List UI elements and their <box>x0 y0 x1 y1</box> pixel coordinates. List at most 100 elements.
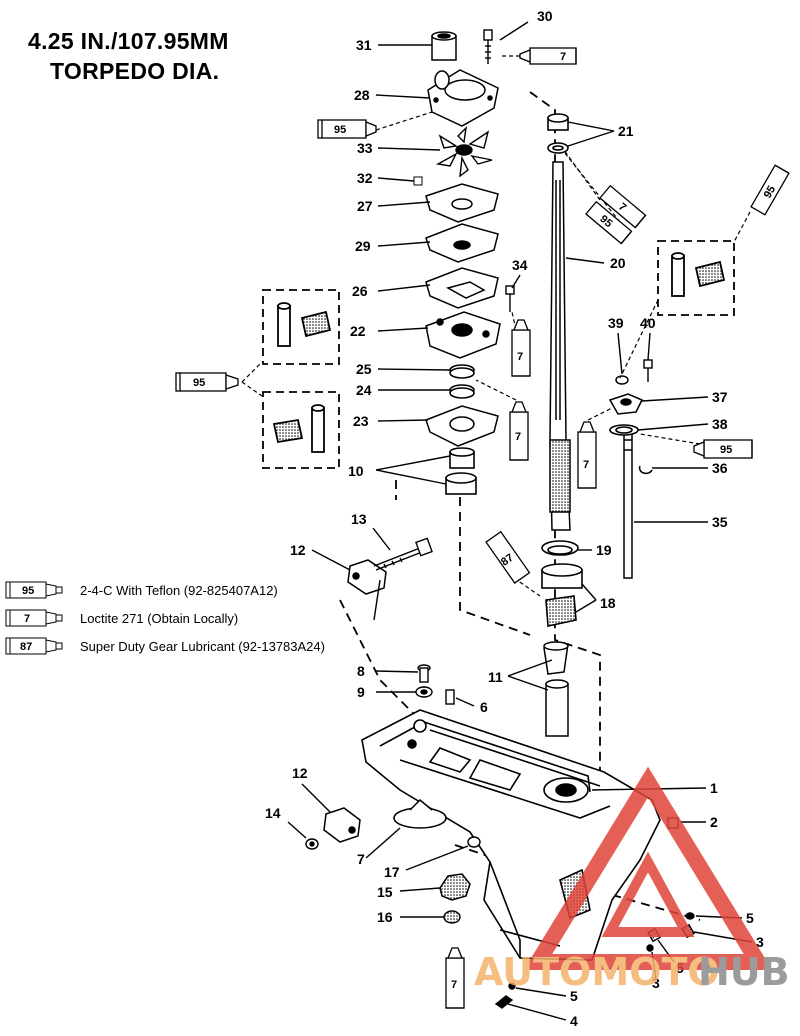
tube-95-shaft-icon: 95 <box>585 200 633 245</box>
callout-5-right: 5 <box>746 910 754 926</box>
callout-24: 24 <box>356 382 372 398</box>
callout-23: 23 <box>353 413 369 429</box>
tube-7-screw34-icon: 7 <box>511 319 531 377</box>
part-24-seal <box>449 384 475 399</box>
callout-20: 20 <box>610 255 626 271</box>
tube-7-top-icon: 7 <box>519 47 577 65</box>
callout-38: 38 <box>712 416 728 432</box>
callout-15: 15 <box>377 884 393 900</box>
callout-33: 33 <box>357 140 373 156</box>
callout-11: 11 <box>488 669 503 685</box>
tube-label: 7 <box>515 431 521 443</box>
callout-36: 36 <box>712 460 728 476</box>
diagram-title-line1: 4.25 IN./107.95MM <box>28 28 229 54</box>
legend-tube-7-icon: 7 <box>5 609 63 627</box>
callout-22: 22 <box>350 323 366 339</box>
legend-tube-87-icon: 87 <box>5 637 63 655</box>
callout-1: 1 <box>710 780 718 796</box>
callout-13: 13 <box>351 511 367 527</box>
part-10-bearings <box>445 447 477 495</box>
tube-label: 95 <box>334 124 346 136</box>
callout-37: 37 <box>712 389 728 405</box>
part-6-pin <box>445 689 455 705</box>
callout-39: 39 <box>608 315 624 331</box>
part-27-gasket-plate <box>425 183 499 223</box>
tube-label: 95 <box>193 377 205 389</box>
part-11-tubes <box>543 641 569 737</box>
callout-9: 9 <box>357 684 365 700</box>
part-21-bearings <box>547 113 569 154</box>
callout-12-top: 12 <box>290 542 306 558</box>
tube-label: 95 <box>720 444 732 456</box>
part-28-pump-body <box>427 69 499 127</box>
part-13-bolt <box>373 537 433 571</box>
tube-7-plate23-icon: 7 <box>509 401 529 461</box>
callout-17: 17 <box>384 864 400 880</box>
part-7-trim-tab <box>393 798 447 829</box>
callout-30: 30 <box>537 8 553 24</box>
callout-6: 6 <box>480 699 488 715</box>
part-38-seal <box>609 424 639 436</box>
legend-code-95: 95 <box>22 585 34 597</box>
legend-text-7: Loctite 271 (Obtain Locally) <box>80 611 239 626</box>
tube-7-bottom-icon: 7 <box>445 947 465 1009</box>
part-37-bushing <box>608 393 644 415</box>
part-32-key <box>413 176 423 186</box>
callout-8: 8 <box>357 663 365 679</box>
callout-31: 31 <box>356 37 372 53</box>
part-39-nut <box>615 375 629 385</box>
callout-14: 14 <box>265 805 281 821</box>
callout-2: 2 <box>710 814 718 830</box>
callout-7: 7 <box>357 851 365 867</box>
tube-label: 95 <box>762 184 779 201</box>
callout-19: 19 <box>596 542 612 558</box>
callout-16: 16 <box>377 909 393 925</box>
detail-box-left-bottom <box>262 391 340 469</box>
part-25-seal <box>449 364 475 379</box>
tube-label: 7 <box>517 351 523 363</box>
diagram-title-line2: TORPEDO DIA. <box>50 58 220 84</box>
tube-95-pump-icon: 95 <box>317 119 377 139</box>
callout-28: 28 <box>354 87 370 103</box>
part-12-anode-bottom <box>323 807 361 843</box>
tube-7-shaft-icon: 7 <box>599 184 647 229</box>
callout-32: 32 <box>357 170 373 186</box>
callout-29: 29 <box>355 238 371 254</box>
callout-35: 35 <box>712 514 728 530</box>
part-15-gear <box>439 873 471 901</box>
part-31-sleeve <box>431 31 457 61</box>
tube-95-right-icon: 95 <box>750 164 790 216</box>
detail-box-right <box>657 240 735 316</box>
callout-40: 40 <box>640 315 656 331</box>
callout-27: 27 <box>357 198 373 214</box>
callout-21: 21 <box>618 123 634 139</box>
part-16-nut <box>443 910 461 924</box>
part-30-screw <box>483 29 493 64</box>
tube-label: 7 <box>560 51 566 63</box>
callout-5-bottom: 5 <box>570 988 578 1004</box>
part-9-washer <box>415 686 433 698</box>
callout-10: 10 <box>348 463 364 479</box>
watermark-text-hub: HUB <box>698 950 790 994</box>
legend-tube-95-icon: 95 <box>5 581 63 599</box>
callout-3-mid: 3 <box>652 975 660 991</box>
watermark-text-automoto: AUTOMOTO <box>474 950 720 994</box>
part-18-bearing <box>541 563 583 627</box>
tube-7-shift-icon: 7 <box>577 421 597 489</box>
tube-label: 87 <box>499 552 516 569</box>
callout-18: 18 <box>600 595 616 611</box>
part-40-screw <box>643 359 653 382</box>
tube-label: 7 <box>583 459 589 471</box>
callout-12-bottom: 12 <box>292 765 308 781</box>
part-14-nut <box>305 838 319 850</box>
part-17-screw <box>467 836 481 848</box>
legend-code-87: 87 <box>20 641 32 653</box>
detail-box-left-top <box>262 289 340 365</box>
part-33-impeller <box>435 126 493 178</box>
callout-4: 4 <box>570 1013 578 1029</box>
tube-95-seal38-icon: 95 <box>693 439 753 459</box>
tube-87-icon: 87 <box>485 530 531 584</box>
legend-text-87: Super Duty Gear Lubricant (92-13783A24) <box>80 639 325 654</box>
